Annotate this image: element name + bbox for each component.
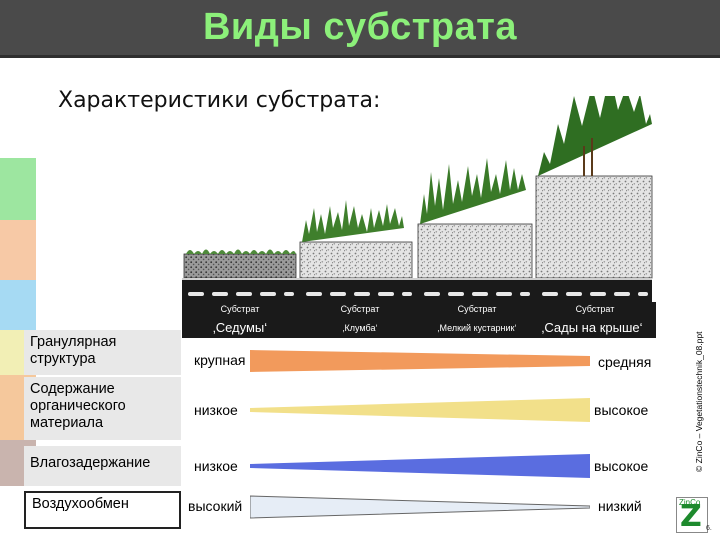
granular-wedge	[250, 350, 590, 372]
substrate-1-block	[183, 253, 297, 279]
organic-bar	[250, 398, 590, 422]
substrate-3-caption: Субстрат	[457, 304, 497, 314]
substrate-2-caption: Субстрат	[340, 304, 380, 314]
air-right-value: низкий	[598, 498, 642, 514]
granular-bar	[250, 350, 590, 372]
garden-shrubs	[538, 96, 652, 176]
substrate-2-name: ‚Клумба‘	[342, 323, 378, 333]
logo-wordmark: ZinCo	[679, 498, 701, 507]
page-title: Виды субстрата	[202, 6, 517, 48]
water-right-value: высокое	[594, 458, 649, 474]
organic-left-value: низкое	[194, 402, 238, 418]
shrub-plants	[420, 158, 526, 224]
substrate-4-block	[535, 175, 653, 279]
color-strip-4	[0, 280, 36, 330]
substrate-4-name: ‚Сады на крыше‘	[541, 320, 643, 335]
section-subtitle: Характеристики субстрата:	[58, 88, 381, 113]
water-bar	[250, 454, 590, 478]
color-strip-3	[0, 220, 36, 280]
page-number: 6.	[706, 525, 712, 532]
substrate-3-name: ‚Мелкий кустарник‘	[437, 323, 517, 333]
row-label-air: Воздухообмен	[24, 491, 181, 529]
row-label-water: Влагозадержание	[24, 446, 181, 486]
logo-letter: Z	[680, 499, 702, 534]
color-strip-2	[0, 158, 36, 220]
air-bar	[250, 495, 590, 519]
organic-right-value: высокое	[594, 402, 649, 418]
substrate-1-caption: Субстрат	[220, 304, 260, 314]
color-strip-1	[0, 58, 36, 158]
air-wedge	[250, 495, 590, 519]
title-bar: Виды субстрата	[0, 0, 720, 58]
air-left-value: высокий	[188, 498, 243, 514]
substrate-1-name: ‚Седумы‘	[212, 320, 268, 335]
substrate-4-caption: Субстрат	[575, 304, 615, 314]
row-label-granular: Гранулярная структура	[24, 330, 181, 375]
substrate-3-block	[417, 223, 533, 279]
flowerbed-plants	[302, 200, 404, 242]
organic-wedge	[250, 398, 590, 422]
substrate-illustration	[182, 96, 653, 304]
sedum-plants	[186, 249, 296, 254]
granular-left-value: крупная	[194, 352, 246, 368]
drainage-layer	[182, 278, 652, 304]
water-wedge	[250, 454, 590, 478]
row-label-organic: Содержание органического материала	[24, 377, 181, 440]
copyright-note: © ZinCo – Vegetationstechnik_08.ppt	[694, 331, 704, 472]
drainage-top-line	[182, 278, 652, 280]
drainage-cups	[188, 292, 648, 296]
zinco-logo: ZinCo Z	[676, 497, 708, 533]
water-left-value: низкое	[194, 458, 238, 474]
granular-right-value: средняя	[598, 354, 652, 370]
substrate-2-block	[299, 241, 413, 279]
